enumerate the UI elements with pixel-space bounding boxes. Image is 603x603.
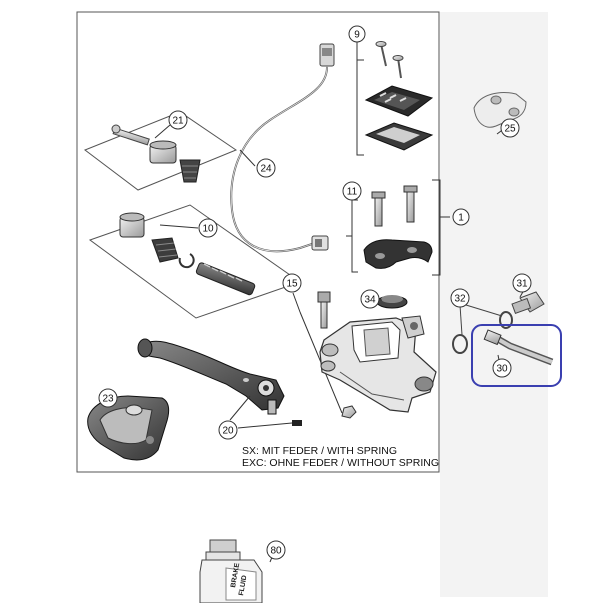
part-9-reservoir-cover: [356, 41, 434, 156]
callout-21-label: 21: [172, 116, 184, 127]
callout-80-label: 80: [270, 546, 282, 557]
callout-23-label: 23: [102, 394, 114, 405]
part-30-brake-hose: [471, 324, 562, 387]
part-11-clamp: [346, 179, 450, 276]
callout-80: 80: [266, 540, 286, 560]
callout-15-label: 15: [286, 279, 298, 290]
callout-23: 23: [98, 388, 118, 408]
callout-34-label: 34: [364, 295, 376, 306]
callout-31: 31: [512, 273, 532, 293]
callout-11-label: 11: [347, 187, 358, 198]
callout-32: 32: [450, 288, 470, 308]
part-31-banjo-bolt: [511, 291, 545, 315]
part-32-washers: [452, 304, 513, 354]
note-without-spring: EXC: OHNE FEDER / WITHOUT SPRING: [242, 457, 439, 469]
part-80-brake-fluid-bottle: BRAKE FLUID: [199, 539, 263, 603]
part-21-bushing-set: [83, 111, 238, 191]
screw-icon: [392, 55, 404, 79]
callout-34: 34: [360, 289, 380, 309]
part-24-switch-cable: [230, 43, 335, 253]
part-10-piston-kit: [88, 204, 302, 319]
callout-15: 15: [282, 273, 302, 293]
callout-25-label: 25: [504, 124, 516, 135]
callout-1: 1: [452, 208, 470, 226]
callout-24: 24: [256, 158, 276, 178]
part-23-lever-guard: [87, 395, 170, 461]
callout-25: 25: [500, 118, 520, 138]
note-with-spring: SX: MIT FEDER / WITH SPRING: [242, 445, 397, 457]
callout-9: 9: [348, 25, 366, 43]
callout-32-label: 32: [454, 294, 466, 305]
callout-10-label: 10: [202, 224, 214, 235]
callout-20: 20: [218, 420, 238, 440]
bottle-label-line-1: BRAKE: [230, 562, 241, 588]
part-15-bolt: [292, 291, 357, 419]
callout-9-label: 9: [354, 30, 360, 41]
part-25-clamp: [473, 92, 527, 128]
screw-icon: [375, 41, 387, 67]
callout-30: 30: [492, 358, 512, 378]
callout-30-label: 30: [496, 364, 508, 375]
bottle-label-line-2: FLUID: [238, 575, 248, 597]
part-20-brake-lever: [137, 338, 302, 429]
callout-1-label: 1: [458, 213, 464, 224]
callout-21: 21: [168, 110, 188, 130]
callout-20-label: 20: [222, 426, 234, 437]
callout-10: 10: [198, 218, 218, 238]
callout-31-label: 31: [516, 279, 528, 290]
master-cylinder-body: [319, 315, 437, 413]
callout-24-label: 24: [260, 164, 272, 175]
callout-11: 11: [342, 181, 362, 201]
